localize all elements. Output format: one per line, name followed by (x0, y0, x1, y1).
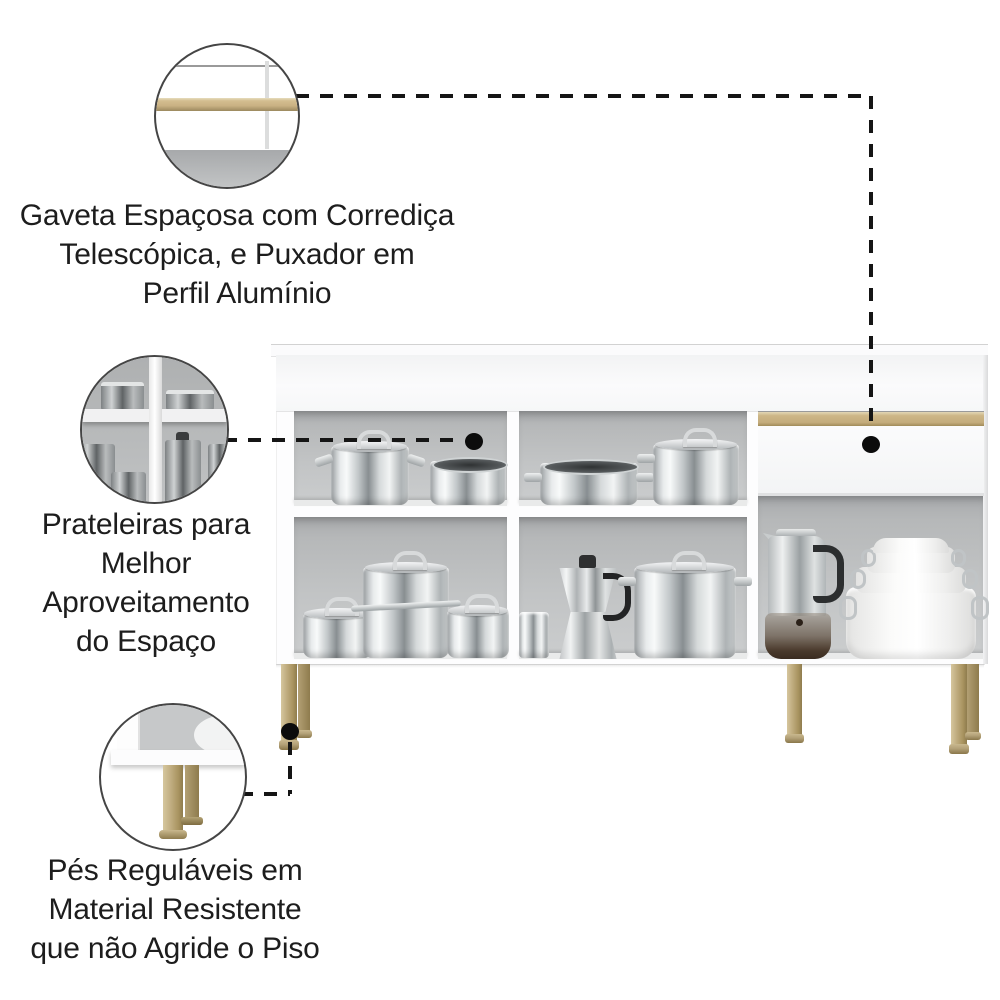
drawer-shadow (156, 150, 298, 187)
label-line: Pés Reguláveis em (47, 854, 303, 887)
label-line: que não Agride o Piso (30, 932, 320, 965)
pointer-dot-drawer (862, 436, 880, 453)
front-foot-cap-closeup (158, 830, 188, 839)
open-pot-upper-left (430, 457, 508, 505)
side-panel-closeup (116, 705, 141, 750)
pointer-dot-feet (281, 723, 299, 740)
pot-mouth (432, 457, 508, 473)
leg-middle (787, 664, 802, 736)
front-leg-closeup (162, 765, 184, 832)
white-pot-handle (951, 549, 966, 567)
pot-swing-handle (350, 600, 462, 612)
pot-handle (636, 473, 654, 482)
connector-feet-horizontal (240, 792, 290, 796)
connector-drawer-horizontal (296, 94, 872, 98)
glass-coffee-maker (763, 529, 844, 659)
cabinet-top-drawer-band (276, 355, 984, 412)
white-pot-large (846, 587, 976, 659)
shelves-feature-label: Prateleiras para Melhor Aproveitamento d… (14, 505, 278, 661)
cabinet-interior-closeup (138, 705, 245, 750)
pot-closeup (166, 390, 214, 414)
pot-loop-handle (683, 428, 717, 447)
drawer-feature-label: Gaveta Espaçosa com Corrediça Telescópic… (18, 196, 456, 313)
aluminum-handle-closeup (156, 98, 298, 111)
casserole-lower-left (447, 594, 509, 658)
pot-loop-handle (672, 551, 706, 570)
foot-cap-right-back (965, 732, 981, 740)
back-leg-closeup (184, 765, 199, 819)
moka-knob-closeup (176, 432, 190, 443)
label-line: Melhor (100, 547, 192, 580)
foot-cap-middle (785, 734, 804, 743)
large-stockpot-lower-middle (618, 551, 752, 658)
white-pot-handle (850, 569, 866, 589)
shelf-surface (519, 653, 747, 659)
cabinet-under-shadow (276, 664, 984, 668)
leg-left-back (298, 664, 310, 732)
label-line: Prateleiras para (41, 508, 251, 541)
connector-shelves-horizontal (224, 438, 464, 442)
white-pot-closeup (193, 714, 245, 750)
pot-closeup (100, 381, 145, 414)
pot-closeup (82, 444, 116, 502)
pot-mouth (542, 459, 640, 475)
coffee-valve (796, 619, 803, 626)
label-line: Aproveitamento (42, 586, 250, 619)
shelf-divider-closeup (148, 357, 162, 502)
white-pot-handle (962, 569, 978, 589)
cabinet-right-edge (983, 355, 988, 664)
foot-cap-left-back (296, 730, 312, 738)
label-line: Telescópica, e Puxador em (59, 238, 415, 271)
white-pot-handle (839, 596, 857, 620)
callout-feet-detail (99, 703, 247, 851)
moka-knob (579, 555, 596, 568)
moka-closeup (164, 439, 201, 502)
white-pot-handle (971, 596, 989, 620)
casserole-upper-middle (524, 459, 654, 505)
stockpot-upper-middle (637, 428, 739, 505)
pot-loop-handle (393, 551, 427, 570)
foot-cap-right-front (949, 744, 969, 754)
pot-handle (618, 577, 636, 586)
callout-drawer-detail (154, 43, 300, 189)
moka-handle (603, 573, 631, 621)
drawer-top-edge-line (156, 65, 298, 67)
leg-left-front (281, 664, 297, 742)
connector-feet-vertical (288, 742, 292, 794)
back-foot-cap-closeup (180, 817, 203, 825)
leg-right-back (967, 664, 979, 734)
tall-stockpot-lower-left (350, 551, 462, 658)
moka-espresso-pot (557, 555, 631, 659)
label-line: do Espaço (76, 625, 216, 658)
label-line: Material Resistente (48, 893, 302, 926)
pointer-dot-shelves (465, 433, 483, 450)
feet-feature-label: Pés Reguláveis em Material Resistente qu… (10, 851, 340, 968)
pot-handle (637, 454, 655, 463)
label-line: Gaveta Espaçosa com Corrediça (19, 199, 455, 232)
bottom-panel-closeup (111, 749, 245, 766)
pot-handle (734, 577, 752, 586)
callout-shelves-detail (80, 355, 229, 504)
pot-closeup (111, 471, 146, 502)
coffee-handle (813, 545, 844, 603)
pot-handle (524, 473, 542, 482)
coffee-lid (776, 529, 816, 538)
connector-drawer-vertical (869, 96, 873, 432)
white-pot-lid (873, 538, 949, 553)
pot-loop-handle (465, 594, 499, 613)
label-line: Perfil Alumínio (142, 277, 332, 310)
stockpot-upper-left (314, 430, 426, 505)
pot-partial-lower-middle (519, 612, 549, 658)
white-pot-handle (861, 549, 876, 567)
pot-closeup (208, 444, 227, 502)
leg-right-front (951, 664, 967, 746)
